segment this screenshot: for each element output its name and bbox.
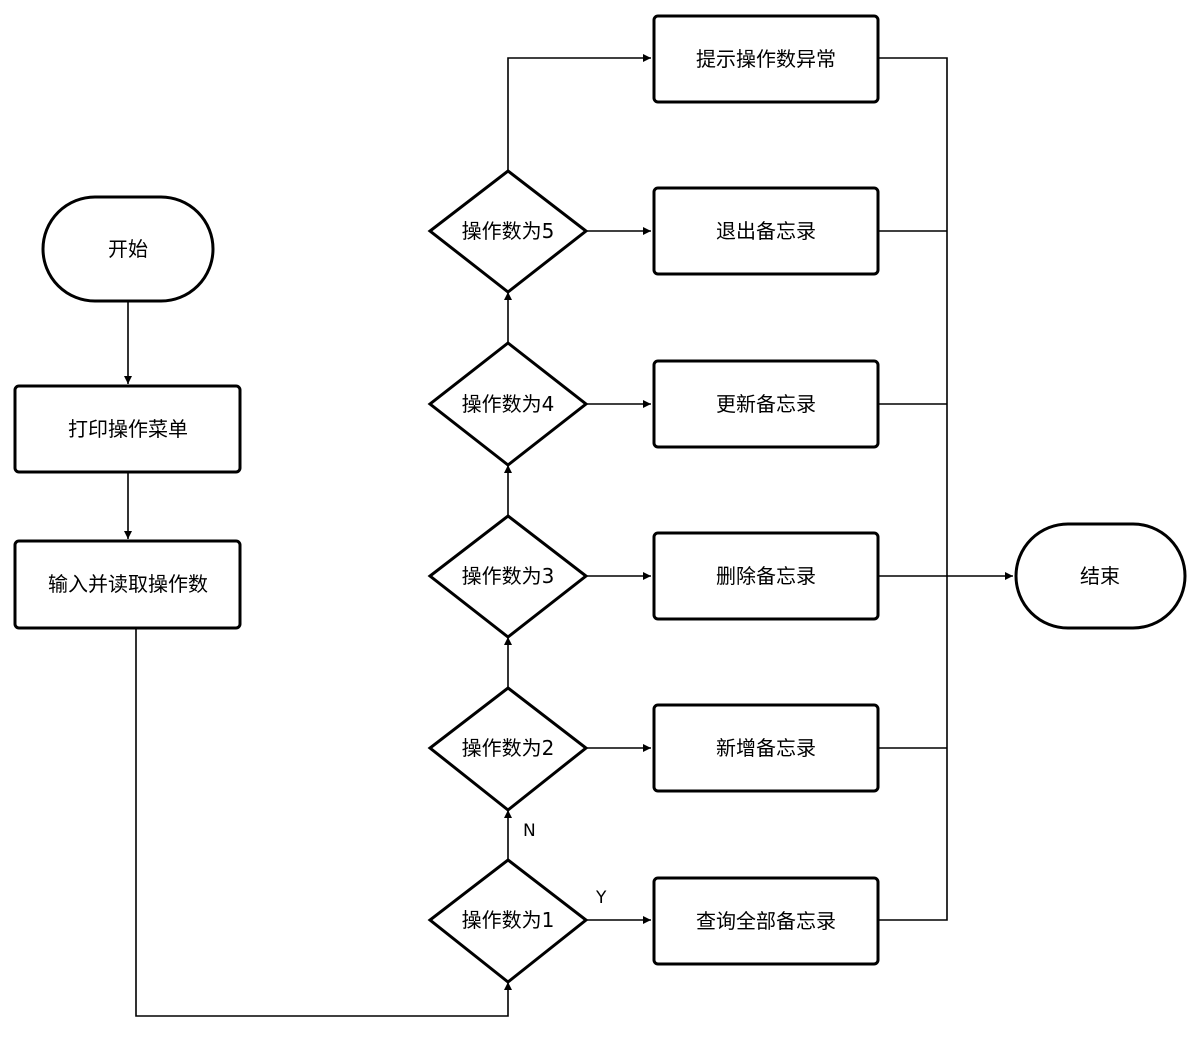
node-add-memo: 新增备忘录 [652,703,880,793]
node-exit-memo-label: 退出备忘录 [716,219,816,243]
decision-cond-3-label: 操作数为3 [462,564,555,588]
node-start-label: 开始 [108,237,148,261]
decision-cond-1: 操作数为1 [427,858,589,984]
edge-merge-bus [879,57,948,921]
node-input-read-label: 输入并读取操作数 [48,572,208,596]
edge-label-no: N [523,821,536,841]
node-end-label: 结束 [1080,564,1120,588]
node-update-memo-label: 更新备忘录 [716,392,816,416]
decision-cond-5-label: 操作数为5 [462,219,555,243]
node-query-all-label: 查询全部备忘录 [696,909,836,933]
decision-cond-4: 操作数为4 [427,341,589,467]
decision-cond-5: 操作数为5 [427,169,589,294]
node-print-menu: 打印操作菜单 [13,384,242,474]
edge-cond-5-to-error-tip [507,54,651,171]
decision-cond-2-label: 操作数为2 [462,736,555,760]
node-delete-memo-label: 删除备忘录 [716,564,816,588]
node-query-all: 查询全部备忘录 [652,876,880,966]
node-exit-memo: 退出备忘录 [652,186,880,276]
node-error-tip-label: 提示操作数异常 [696,47,836,71]
decision-cond-1-label: 操作数为1 [462,908,555,932]
node-error-tip: 提示操作数异常 [652,14,880,104]
node-update-memo: 更新备忘录 [652,359,880,449]
decision-cond-2: 操作数为2 [427,686,589,812]
edge-input-to-cond-1 [135,628,512,1017]
node-end: 结束 [1014,522,1187,630]
connectors [124,54,1013,1017]
node-print-menu-label: 打印操作菜单 [68,417,188,441]
node-input-read: 输入并读取操作数 [13,539,242,630]
edge-label-yes: Y [595,888,607,908]
node-add-memo-label: 新增备忘录 [716,736,816,760]
node-delete-memo: 删除备忘录 [652,531,880,621]
node-start: 开始 [41,195,215,303]
decision-cond-4-label: 操作数为4 [462,392,555,416]
decision-cond-3: 操作数为3 [427,514,589,639]
